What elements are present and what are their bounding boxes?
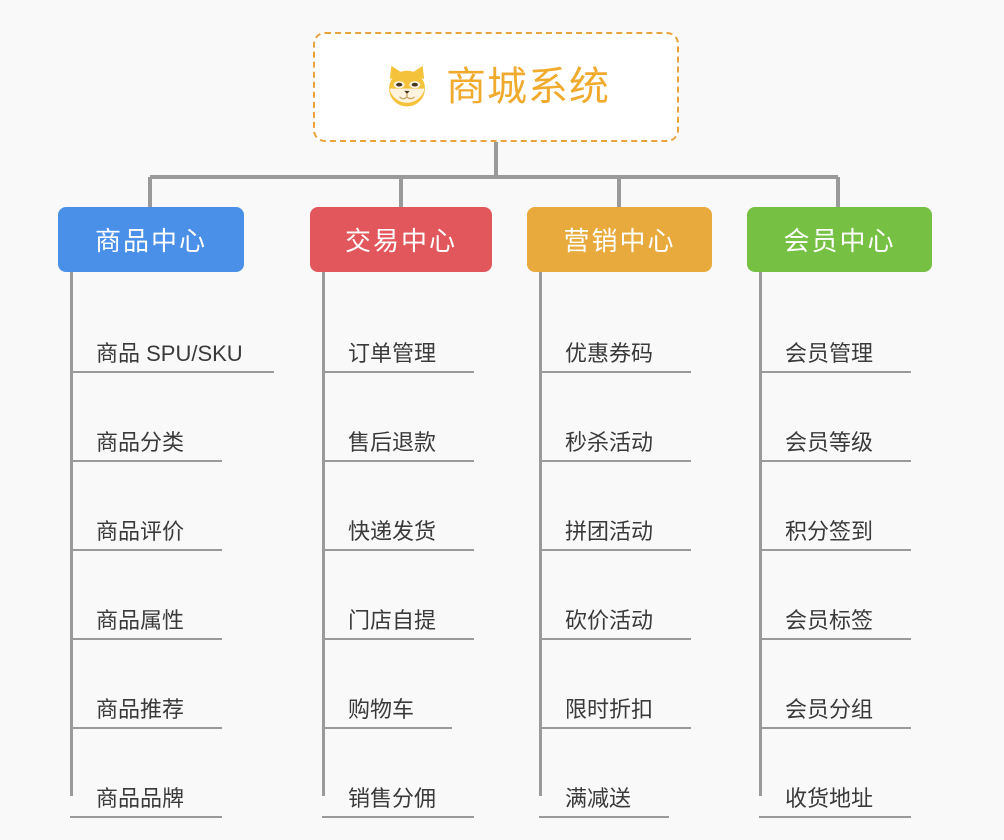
leaf-label: 优惠券码 xyxy=(565,340,654,366)
leaf-rule xyxy=(70,460,222,462)
leaf-rule xyxy=(539,460,691,462)
leaf-rule xyxy=(759,727,911,729)
leaf-label: 会员分组 xyxy=(785,696,874,722)
leaf-rule xyxy=(70,638,222,640)
list-item[interactable]: 商品 SPU/SKU xyxy=(58,284,290,373)
leaf-rule xyxy=(759,816,911,818)
leaf-rule xyxy=(759,371,911,373)
leaf-rule xyxy=(759,460,911,462)
list-item[interactable]: 商品品牌 xyxy=(58,729,290,818)
list-item[interactable]: 售后退款 xyxy=(310,373,492,462)
leaf-label: 商品 SPU/SKU xyxy=(96,340,243,366)
leaf-rule xyxy=(322,638,474,640)
list-item[interactable]: 拼团活动 xyxy=(527,462,712,551)
leaf-rule xyxy=(539,727,691,729)
leaf-rule xyxy=(539,371,691,373)
list-item[interactable]: 限时折扣 xyxy=(527,640,712,729)
category-column-trade-center: 交易中心 订单管理 售后退款 快递发货 门店自提 购物车 xyxy=(310,207,492,818)
leaf-rule xyxy=(70,727,222,729)
list-item[interactable]: 会员标签 xyxy=(747,551,932,640)
leaf-label: 快递发货 xyxy=(348,518,437,544)
list-item[interactable]: 会员等级 xyxy=(747,373,932,462)
list-item[interactable]: 快递发货 xyxy=(310,462,492,551)
leaf-rule xyxy=(322,727,452,729)
leaf-rule xyxy=(70,816,222,818)
list-item[interactable]: 销售分佣 xyxy=(310,729,492,818)
list-item[interactable]: 订单管理 xyxy=(310,284,492,373)
leaf-list-marketing-center: 优惠券码 秒杀活动 拼团活动 砍价活动 限时折扣 满减送 xyxy=(527,272,712,818)
category-header-trade-center[interactable]: 交易中心 xyxy=(310,207,492,272)
list-item[interactable]: 砍价活动 xyxy=(527,551,712,640)
list-item[interactable]: 购物车 xyxy=(310,640,492,729)
leaf-label: 会员管理 xyxy=(785,340,874,366)
root-node[interactable]: 商城系统 xyxy=(313,32,679,142)
leaf-label: 售后退款 xyxy=(348,429,437,455)
list-item[interactable]: 门店自提 xyxy=(310,551,492,640)
leaf-label: 商品品牌 xyxy=(96,785,185,811)
column-spine xyxy=(539,272,542,796)
leaf-list-member-center: 会员管理 会员等级 积分签到 会员标签 会员分组 收货地址 xyxy=(747,272,932,818)
column-spine xyxy=(759,272,762,796)
list-item[interactable]: 商品评价 xyxy=(58,462,290,551)
category-header-marketing-center[interactable]: 营销中心 xyxy=(527,207,712,272)
leaf-label: 门店自提 xyxy=(348,607,437,633)
leaf-label: 限时折扣 xyxy=(565,696,654,722)
list-item[interactable]: 秒杀活动 xyxy=(527,373,712,462)
leaf-label: 商品评价 xyxy=(96,518,185,544)
leaf-rule xyxy=(322,460,474,462)
leaf-rule xyxy=(70,549,222,551)
list-item[interactable]: 收货地址 xyxy=(747,729,932,818)
leaf-rule xyxy=(322,816,474,818)
list-item[interactable]: 商品属性 xyxy=(58,551,290,640)
leaf-label: 砍价活动 xyxy=(565,607,654,633)
leaf-rule xyxy=(759,638,911,640)
list-item[interactable]: 积分签到 xyxy=(747,462,932,551)
column-spine xyxy=(322,272,325,796)
column-spine xyxy=(70,272,73,796)
leaf-label: 积分签到 xyxy=(785,518,874,544)
list-item[interactable]: 满减送 xyxy=(527,729,712,818)
leaf-label: 满减送 xyxy=(565,785,632,811)
leaf-rule xyxy=(759,549,911,551)
category-header-member-center[interactable]: 会员中心 xyxy=(747,207,932,272)
leaf-label: 秒杀活动 xyxy=(565,429,654,455)
leaf-list-trade-center: 订单管理 售后退款 快递发货 门店自提 购物车 销售分佣 xyxy=(310,272,492,818)
leaf-rule xyxy=(322,549,474,551)
leaf-label: 订单管理 xyxy=(348,340,437,366)
leaf-label: 收货地址 xyxy=(785,785,874,811)
leaf-rule xyxy=(70,371,274,373)
leaf-label: 会员等级 xyxy=(785,429,874,455)
category-column-member-center: 会员中心 会员管理 会员等级 积分签到 会员标签 会员分组 xyxy=(747,207,932,818)
list-item[interactable]: 会员管理 xyxy=(747,284,932,373)
leaf-label: 商品推荐 xyxy=(96,696,185,722)
leaf-label: 购物车 xyxy=(348,696,415,722)
list-item[interactable]: 优惠券码 xyxy=(527,284,712,373)
leaf-rule xyxy=(322,371,474,373)
category-column-product-center: 商品中心 商品 SPU/SKU 商品分类 商品评价 商品属性 商品推荐 xyxy=(58,207,290,818)
leaf-label: 拼团活动 xyxy=(565,518,654,544)
leaf-rule xyxy=(539,549,691,551)
leaf-label: 商品分类 xyxy=(96,429,185,455)
list-item[interactable]: 会员分组 xyxy=(747,640,932,729)
leaf-rule xyxy=(539,816,669,818)
list-item[interactable]: 商品推荐 xyxy=(58,640,290,729)
leaf-label: 销售分佣 xyxy=(348,785,437,811)
category-header-product-center[interactable]: 商品中心 xyxy=(58,207,244,272)
leaf-list-product-center: 商品 SPU/SKU 商品分类 商品评价 商品属性 商品推荐 商品品牌 xyxy=(58,272,290,818)
shiba-dog-face-icon xyxy=(389,65,425,107)
root-title: 商城系统 xyxy=(446,65,610,109)
leaf-rule xyxy=(539,638,691,640)
list-item[interactable]: 商品分类 xyxy=(58,373,290,462)
leaf-label: 商品属性 xyxy=(96,607,185,633)
leaf-label: 会员标签 xyxy=(785,607,874,633)
category-column-marketing-center: 营销中心 优惠券码 秒杀活动 拼团活动 砍价活动 限时折扣 xyxy=(527,207,712,818)
